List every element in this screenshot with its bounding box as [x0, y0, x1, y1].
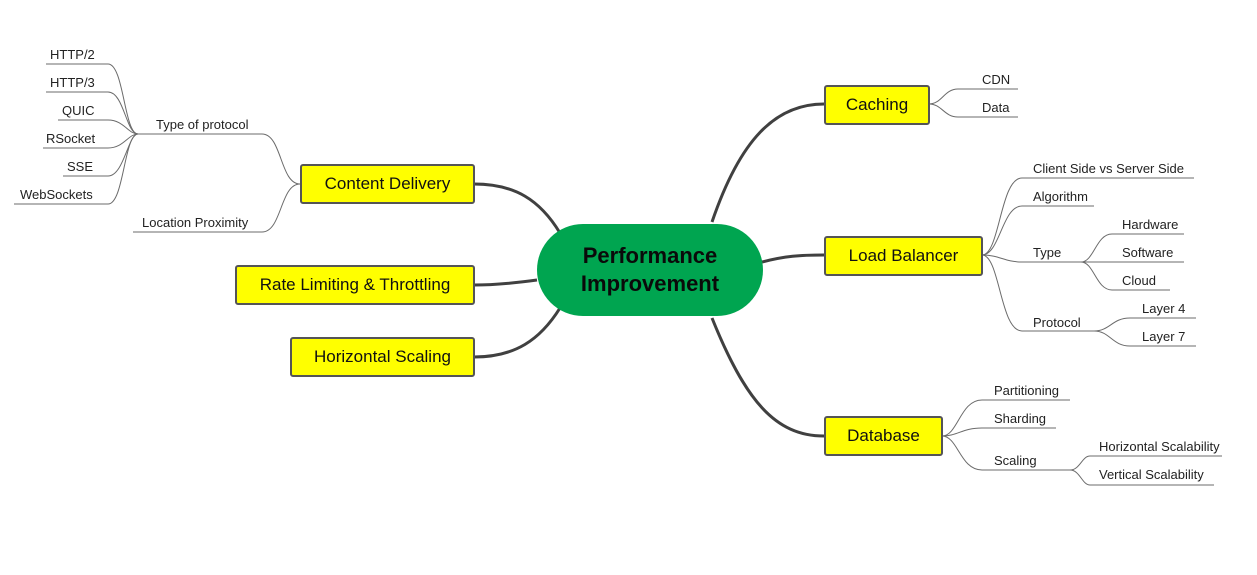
- leaf-data: Data: [982, 100, 1010, 115]
- leaf-quic: QUIC: [62, 103, 95, 118]
- leaf-rsocket: RSocket: [46, 131, 96, 146]
- node-database[interactable]: Database: [824, 416, 943, 456]
- leaf-websockets: WebSockets: [20, 187, 93, 202]
- leaf-http3: HTTP/3: [50, 75, 95, 90]
- node-horizontal-scaling[interactable]: Horizontal Scaling: [290, 337, 475, 377]
- leaf-http2: HTTP/2: [50, 47, 95, 62]
- leaf-location-proximity: Location Proximity: [142, 215, 249, 230]
- connector-center-caching: [710, 102, 825, 223]
- leaf-protocol: Protocol: [1033, 315, 1081, 330]
- connector-center-rate-limiting: [473, 278, 538, 287]
- connector-center-database: [710, 317, 825, 438]
- node-rate-limiting-throttling[interactable]: Rate Limiting & Throttling: [235, 265, 475, 305]
- node-caching[interactable]: Caching: [824, 85, 930, 125]
- central-topic-line-1: Performance: [582, 243, 718, 268]
- leaf-algorithm: Algorithm: [1033, 189, 1088, 204]
- leaf-sharding: Sharding: [994, 411, 1047, 426]
- node-content-delivery[interactable]: Content Delivery: [300, 164, 475, 204]
- leaf-horizontal-scalability: Horizontal Scalability: [1099, 439, 1220, 454]
- leaf-scaling: Scaling: [994, 453, 1037, 468]
- leaf-sse: SSE: [67, 159, 94, 174]
- connector-center-horizontal-scaling: [473, 307, 562, 359]
- leaf-client-side-vs-server-side: Client Side vs Server Side: [1033, 161, 1185, 176]
- central-topic: Performance Improvement: [537, 224, 763, 316]
- leaf-type: Type: [1033, 245, 1062, 260]
- leaf-software: Software: [1122, 245, 1174, 260]
- leaf-layer-7: Layer 7: [1142, 329, 1186, 344]
- connector-center-load-balancer: [761, 253, 825, 264]
- leaf-layer-4: Layer 4: [1142, 301, 1186, 316]
- leaf-partitioning: Partitioning: [994, 383, 1060, 398]
- leaf-vertical-scalability: Vertical Scalability: [1099, 467, 1204, 482]
- connector-center-content-delivery: [473, 182, 562, 234]
- leaf-cdn: CDN: [982, 72, 1011, 87]
- central-topic-line-2: Improvement: [580, 271, 720, 296]
- leaf-cloud: Cloud: [1122, 273, 1156, 288]
- node-load-balancer[interactable]: Load Balancer: [824, 236, 983, 276]
- leaf-hardware: Hardware: [1122, 217, 1179, 232]
- leaf-type-of-protocol: Type of protocol: [156, 117, 249, 132]
